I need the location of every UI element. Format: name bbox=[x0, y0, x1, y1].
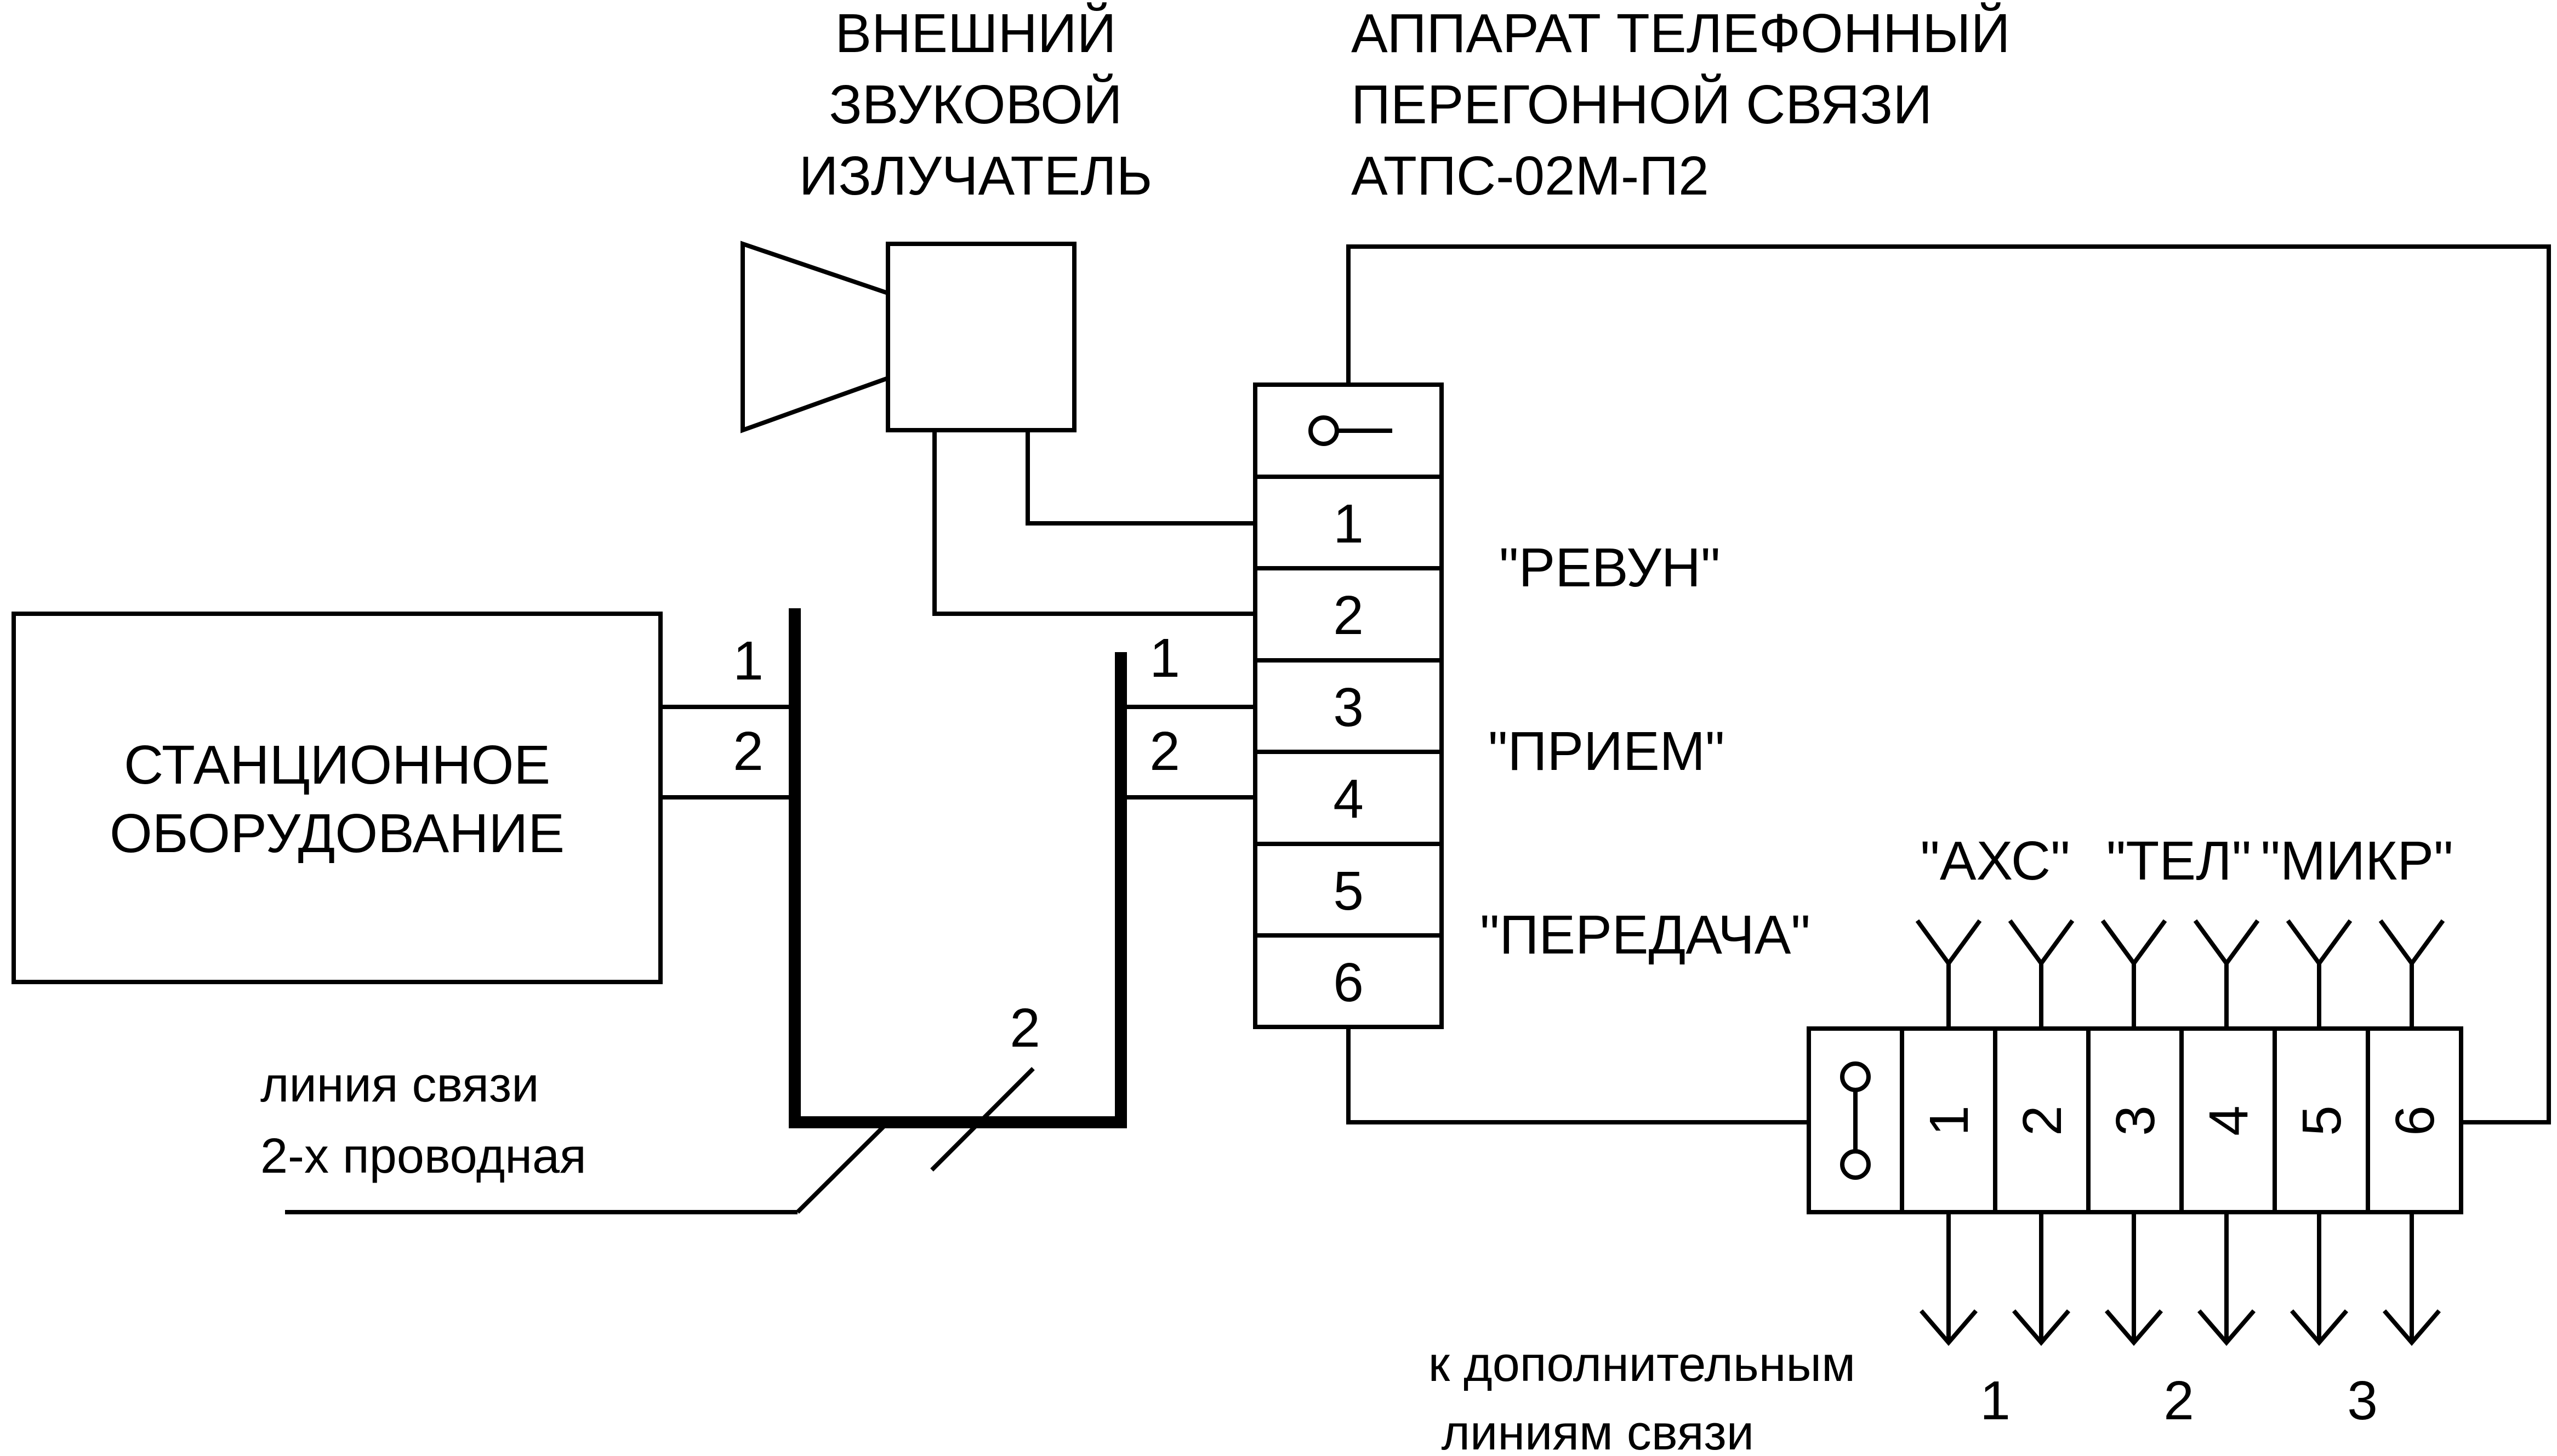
emitter-wire-2 bbox=[932, 430, 1255, 616]
emitter-title-line3: ИЗЛУЧАТЕЛЬ bbox=[799, 145, 1153, 207]
ground-loop-wire bbox=[1346, 244, 2551, 1124]
line-wire-1-label: 1 bbox=[1149, 627, 1180, 689]
extension-caption-line2: линиям связи bbox=[1442, 1406, 1754, 1456]
station-wire-1-label: 1 bbox=[733, 630, 764, 692]
station-equipment: СТАНЦИОННОЕ ОБОРУДОВАНИЕ 1 2 bbox=[12, 612, 795, 984]
station-equipment-label-line1: СТАНЦИОННОЕ bbox=[124, 734, 550, 796]
extension-terminal-2: 2 bbox=[2012, 1105, 2073, 1136]
emitter-box bbox=[886, 242, 1077, 432]
apparatus-terminal-1: 1 bbox=[1333, 493, 1364, 555]
emitter-title-line1: ВНЕШНИЙ bbox=[835, 2, 1116, 64]
extension-terminal-4: 4 bbox=[2198, 1105, 2259, 1136]
extension-terminal-3: 3 bbox=[2105, 1105, 2166, 1136]
pair-label-peredacha: "ПЕРЕДАЧА" bbox=[1480, 904, 1810, 966]
station-equipment-box bbox=[12, 612, 663, 984]
apparatus-terminal-3: 3 bbox=[1333, 677, 1364, 738]
extension-terminal-block bbox=[1807, 1026, 2463, 1214]
sound-emitter: ВНЕШНИЙ ЗВУКОВОЙ ИЗЛУЧАТЕЛЬ bbox=[741, 2, 1255, 616]
extension-terminal-1: 1 bbox=[1918, 1105, 1980, 1136]
line-to-apparatus-wires: 1 2 bbox=[1121, 627, 1255, 800]
apparatus-terminal-5: 5 bbox=[1333, 860, 1364, 922]
line-leader-diagonal bbox=[796, 1121, 890, 1214]
apparatus-terminal-6: 6 bbox=[1333, 952, 1364, 1013]
extension-label-axs: "АХС" bbox=[1920, 830, 2070, 892]
line-bus bbox=[789, 608, 1127, 1128]
extension-caption-line1: к дополнительным bbox=[1428, 1337, 1855, 1392]
communication-line: 2 линия связи 2-х проводная bbox=[260, 608, 1127, 1214]
extension-label-mikr: "МИКР" bbox=[2260, 830, 2453, 892]
emitter-wire-1 bbox=[1026, 430, 1255, 526]
apparatus-terminal-4: 4 bbox=[1333, 768, 1364, 830]
extension-block: "АХС" "ТЕЛ" "МИКР" 1 2 3 4 5 6 bbox=[1428, 830, 2463, 1456]
output-arrow-icon bbox=[1919, 1212, 2441, 1346]
station-wire-2-label: 2 bbox=[733, 721, 764, 782]
extension-terminal-5: 5 bbox=[2291, 1105, 2353, 1136]
terminal-6-wire bbox=[1346, 1027, 1809, 1124]
extension-line-number-3: 3 bbox=[2347, 1370, 2378, 1431]
switch-icon bbox=[1840, 1061, 1871, 1180]
input-antenna-icon bbox=[1915, 919, 2445, 1029]
pair-label-revun: "РЕВУН" bbox=[1499, 537, 1721, 598]
apparatus-title-line2: ПЕРЕГОННОЙ СВЯЗИ bbox=[1351, 73, 1932, 135]
horn-icon bbox=[741, 241, 890, 433]
extension-label-tel: "ТЕЛ" bbox=[2106, 830, 2251, 892]
apparatus-terminal-2: 2 bbox=[1333, 585, 1364, 646]
line-label-line2: 2-х проводная bbox=[260, 1129, 586, 1184]
wire-count-tick bbox=[930, 1067, 1035, 1172]
pair-label-priem: "ПРИЕМ" bbox=[1488, 721, 1724, 782]
apparatus-title-line1: АППАРАТ ТЕЛЕФОННЫЙ bbox=[1351, 2, 2011, 64]
extension-line-number-1: 1 bbox=[1980, 1370, 2011, 1431]
line-label-line1: линия связи bbox=[260, 1058, 539, 1112]
wire-count-label: 2 bbox=[1010, 997, 1040, 1059]
ground-terminal-icon bbox=[1308, 415, 1392, 446]
station-equipment-label-line2: ОБОРУДОВАНИЕ bbox=[110, 803, 565, 864]
line-wire-2-label: 2 bbox=[1149, 721, 1180, 782]
extension-terminal-6: 6 bbox=[2384, 1105, 2446, 1136]
apparatus-title-line3: АТПС-02М-П2 bbox=[1351, 145, 1709, 207]
emitter-title-line2: ЗВУКОВОЙ bbox=[829, 73, 1122, 135]
extension-line-number-2: 2 bbox=[2163, 1370, 2194, 1431]
apparatus: АППАРАТ ТЕЛЕФОННЫЙ ПЕРЕГОННОЙ СВЯЗИ АТПС… bbox=[1253, 2, 2011, 1029]
